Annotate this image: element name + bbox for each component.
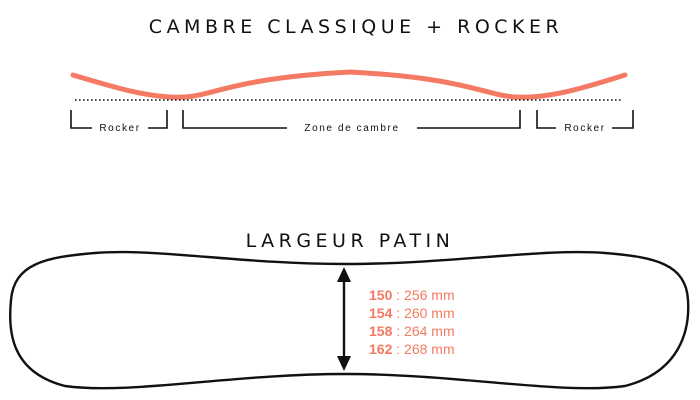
size-number: 150 — [369, 287, 393, 303]
width-size-list: 150 : 256 mm 154 : 260 mm 158 : 264 mm 1… — [369, 287, 455, 357]
width-title: LARGEUR PATIN — [246, 230, 455, 252]
size-row: 158 : 264 mm — [369, 323, 455, 339]
arrow-head-up — [337, 267, 351, 282]
size-row: 154 : 260 mm — [369, 305, 455, 321]
size-number: 162 — [369, 341, 393, 357]
zone-label-rocker-left: Rocker — [99, 123, 140, 134]
zone-bracket-rocker-left — [70, 110, 168, 129]
size-row: 162 : 268 mm — [369, 341, 455, 357]
size-width-value: : 268 mm — [396, 341, 454, 357]
size-width-value: : 260 mm — [396, 305, 454, 321]
size-number: 154 — [369, 305, 393, 321]
zone-label-rocker-right: Rocker — [564, 123, 605, 134]
board-outline — [8, 250, 690, 390]
size-row: 150 : 256 mm — [369, 287, 455, 303]
width-arrow — [337, 267, 351, 371]
camber-rocker-curve — [70, 69, 628, 100]
zone-label-camber: Zone de cambre — [304, 123, 399, 134]
size-width-value: : 264 mm — [396, 323, 454, 339]
size-width-value: : 256 mm — [396, 287, 454, 303]
size-number: 158 — [369, 323, 393, 339]
profile-title: CAMBRE CLASSIQUE + ROCKER — [149, 16, 563, 38]
zone-bracket-camber — [182, 110, 521, 129]
zone-bracket-rocker-right — [536, 110, 634, 129]
arrow-head-down — [337, 356, 351, 371]
